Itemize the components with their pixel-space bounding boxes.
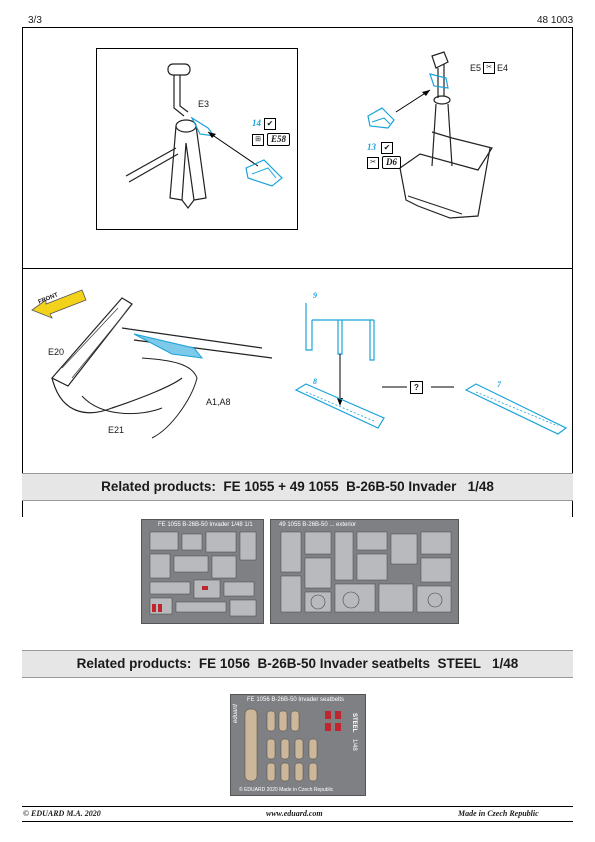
step-13-number: 13 — [367, 142, 376, 152]
website-link[interactable]: www.eduard.com — [266, 809, 323, 818]
copyright: © EDUARD M.A. 2020 — [23, 809, 101, 818]
photo-etch-icon: ⊞ — [252, 134, 264, 146]
related-products-banner: Related products: FE 1055 + 49 1055 B-26… — [22, 473, 573, 501]
step-14-number: 14 — [252, 118, 261, 128]
fret-image: FE 1055 B-26B-50 Invader 1/48 1/1 — [141, 519, 264, 624]
part-label-a1-a8: A1,A8 — [206, 397, 231, 407]
check-icon: ✔ — [381, 142, 393, 154]
footer-rule — [22, 806, 573, 807]
part-label-e20: E20 — [48, 347, 65, 357]
frame-left — [22, 27, 23, 517]
frame-right — [572, 27, 573, 517]
footer-bottom-rule — [22, 821, 573, 822]
step-14-frame — [96, 48, 298, 230]
part-number-9: 9 — [313, 291, 317, 300]
part-label-e3: E3 — [198, 99, 210, 109]
part-label-e21: E21 — [108, 425, 125, 435]
origin-label: Made in Czech Republic — [458, 809, 539, 818]
fret-image: FE 1056 B-26B-50 Invader seatbelts eduar… — [230, 694, 366, 796]
related-products-banner: Related products: FE 1056 B-26B-50 Invad… — [22, 650, 573, 678]
part-label-e4: E4 — [497, 63, 509, 73]
remove-part-icon: ✂ — [367, 157, 379, 169]
etch-part-d6: D6 — [382, 156, 401, 169]
header-rule — [22, 27, 573, 28]
remove-part-icon: ✂ — [483, 62, 495, 74]
part-number-7: 7 — [497, 380, 501, 389]
part-number-8: 8 — [313, 377, 317, 386]
page-number: 3/3 — [28, 15, 42, 26]
etch-part-e58: E58 — [267, 133, 291, 146]
section-divider — [22, 268, 573, 269]
check-icon: ✔ — [264, 118, 276, 130]
step-13-drawing — [367, 51, 493, 219]
product-code: 48 1003 — [537, 15, 574, 26]
step-14-drawing — [125, 63, 283, 209]
question-mark-box: ? — [410, 381, 423, 394]
fret-image: 49 1055 B-26B-50 ... exterior — [270, 519, 459, 624]
part-label-e5: E5 — [470, 63, 482, 73]
rear-step-drawing — [31, 289, 568, 439]
